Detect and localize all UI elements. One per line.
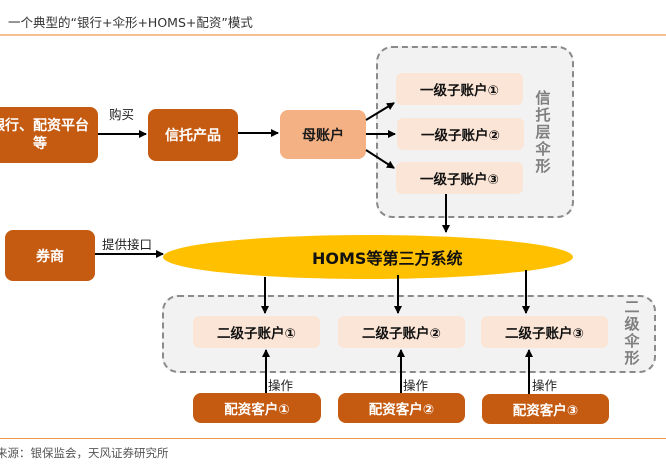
trust-umbrella-label: 信 托 层 伞 形 [535,89,551,175]
mother-account-node: 母账户 [280,110,366,159]
second-level-sub-account-2: 二级子账户② [338,316,465,348]
second-level-sub-account-3: 二级子账户③ [481,316,608,348]
operate-label-2: 操作 [403,378,429,393]
source-note: 来源：银保监会，天风证券研究所 [0,446,169,460]
first-level-sub-account-1: 一级子账户① [396,73,523,105]
client-2: 配资客户② [338,393,465,423]
first-level-sub-account-3: 一级子账户③ [396,162,523,194]
bank-node: 银行、配资平台等 [0,107,98,163]
broker-node: 券商 [5,230,95,281]
arrow-mother-to-sub3 [365,149,395,169]
footer-divider [0,438,666,439]
homs-ellipse-shape [163,235,573,279]
second-level-sub-account-1: 二级子账户① [193,316,320,348]
arrow-mother-to-sub1 [365,102,395,121]
homs-system-label: HOMS等第三方系统 [312,249,463,268]
title-divider [0,34,666,36]
operate-label-1: 操作 [268,378,294,393]
homs-system-ellipse [163,235,573,279]
first-level-sub-account-2: 一级子账户② [397,118,524,150]
provide-interface-label: 提供接口 [102,237,153,252]
operate-label-3: 操作 [532,378,558,393]
client-1: 配资客户① [193,393,321,423]
second-umbrella-label: 二 级 伞 形 [624,298,640,367]
buy-label: 购买 [109,107,135,122]
trust-product-node: 信托产品 [148,109,238,161]
diagram-title: 一个典型的“银行+伞形+HOMS+配资”模式 [8,15,253,30]
client-3: 配资客户③ [482,394,609,424]
